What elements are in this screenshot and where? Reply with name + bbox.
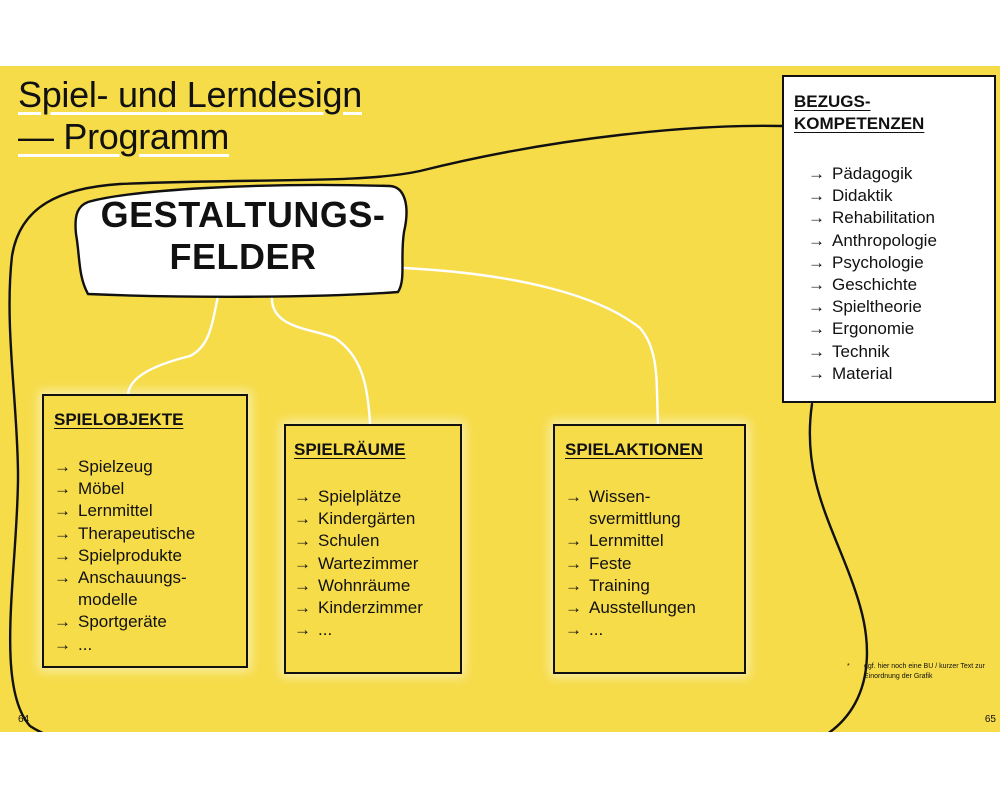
bezugskompetenzen-list: Pädagogik Didaktik Rehabilitation Anthro… (808, 163, 984, 385)
list-item: Spielzeug (54, 456, 236, 478)
list-item: Anthropologie (808, 230, 984, 252)
list-item: Schulen (294, 530, 452, 552)
footnote-marker: * (847, 663, 850, 670)
list-item: Technik (808, 341, 984, 363)
spielaktionen-list: Wissen- svermittlung Lernmittel Feste Tr… (565, 486, 734, 642)
list-item: Therapeutische (54, 523, 236, 545)
list-item: Sportgeräte (54, 611, 236, 633)
book-spread: Spiel- und Lerndesign — Programm GESTALT… (0, 66, 1000, 732)
spielraeume-box: SPIELRÄUME Spielplätze Kindergärten Schu… (284, 424, 462, 674)
spielobjekte-box: SPIELOBJEKTE Spielzeug Möbel Lernmittel … (42, 394, 248, 668)
page-number-left: 64 (18, 714, 30, 725)
list-item: Material (808, 363, 984, 385)
connector-spielaktionen (402, 266, 660, 426)
list-item: Feste (565, 553, 734, 575)
list-item: Spielprodukte (54, 545, 236, 567)
bezugskompetenzen-heading-line-1: BEZUGS- (794, 92, 871, 111)
list-item: svermittlung (589, 509, 681, 529)
hub-label-line-2: FELDER (169, 236, 317, 277)
list-item: Lernmittel (54, 500, 236, 522)
spielaktionen-box: SPIELAKTIONEN Wissen- svermittlung Lernm… (553, 424, 746, 674)
list-item: Spieltheorie (808, 296, 984, 318)
bezugskompetenzen-heading-line-2: KOMPETENZEN (794, 114, 925, 133)
list-item: ... (565, 619, 734, 641)
hub-label: GESTALTUNGS- FELDER (78, 194, 408, 278)
list-item: Wohnräume (294, 575, 452, 597)
list-item: Kindergärten (294, 508, 452, 530)
spielraeume-list: Spielplätze Kindergärten Schulen Wartezi… (294, 486, 452, 642)
list-item: Wartezimmer (294, 553, 452, 575)
footnote-text: ggf. hier noch eine BU / kurzer Text zur… (864, 663, 985, 680)
spielobjekte-heading: SPIELOBJEKTE (54, 410, 184, 429)
list-item: Didaktik (808, 185, 984, 207)
list-item: Lernmittel (565, 530, 734, 552)
list-item: ... (294, 619, 452, 641)
hub-box (74, 183, 408, 298)
page-title: Spiel- und Lerndesign — Programm (18, 74, 362, 158)
title-line-1: Spiel- und Lerndesign (18, 74, 362, 115)
outline-blob (8, 124, 869, 732)
spielaktionen-heading: SPIELAKTIONEN (565, 440, 703, 459)
list-item: Pädagogik (808, 163, 984, 185)
list-item: Ergonomie (808, 318, 984, 340)
list-item: ... (54, 634, 236, 656)
list-item: Geschichte (808, 274, 984, 296)
list-item: Anschauungs- (54, 567, 236, 589)
list-item: Möbel (54, 478, 236, 500)
spielobjekte-list: Spielzeug Möbel Lernmittel Therapeutisch… (54, 456, 236, 656)
spielraeume-heading: SPIELRÄUME (294, 440, 406, 459)
page-number-right: 65 (984, 714, 996, 725)
bezugskompetenzen-box: BEZUGS- KOMPETENZEN Pädagogik Didaktik R… (782, 75, 996, 403)
footnote: * ggf. hier noch eine BU / kurzer Text z… (847, 662, 1000, 682)
list-item: Ausstellungen (565, 597, 734, 619)
list-item: Psychologie (808, 252, 984, 274)
list-item: Spielplätze (294, 486, 452, 508)
list-item: Wissen- (565, 486, 734, 508)
list-item: Training (565, 575, 734, 597)
list-item: modelle (78, 590, 138, 610)
list-item: Rehabilitation (808, 207, 984, 229)
connector-spielraeume (270, 294, 372, 426)
list-item: Kinderzimmer (294, 597, 452, 619)
connector-spielobjekte (126, 294, 220, 396)
hub-label-line-1: GESTALTUNGS- (100, 194, 386, 235)
title-line-2: — Programm (18, 116, 230, 157)
